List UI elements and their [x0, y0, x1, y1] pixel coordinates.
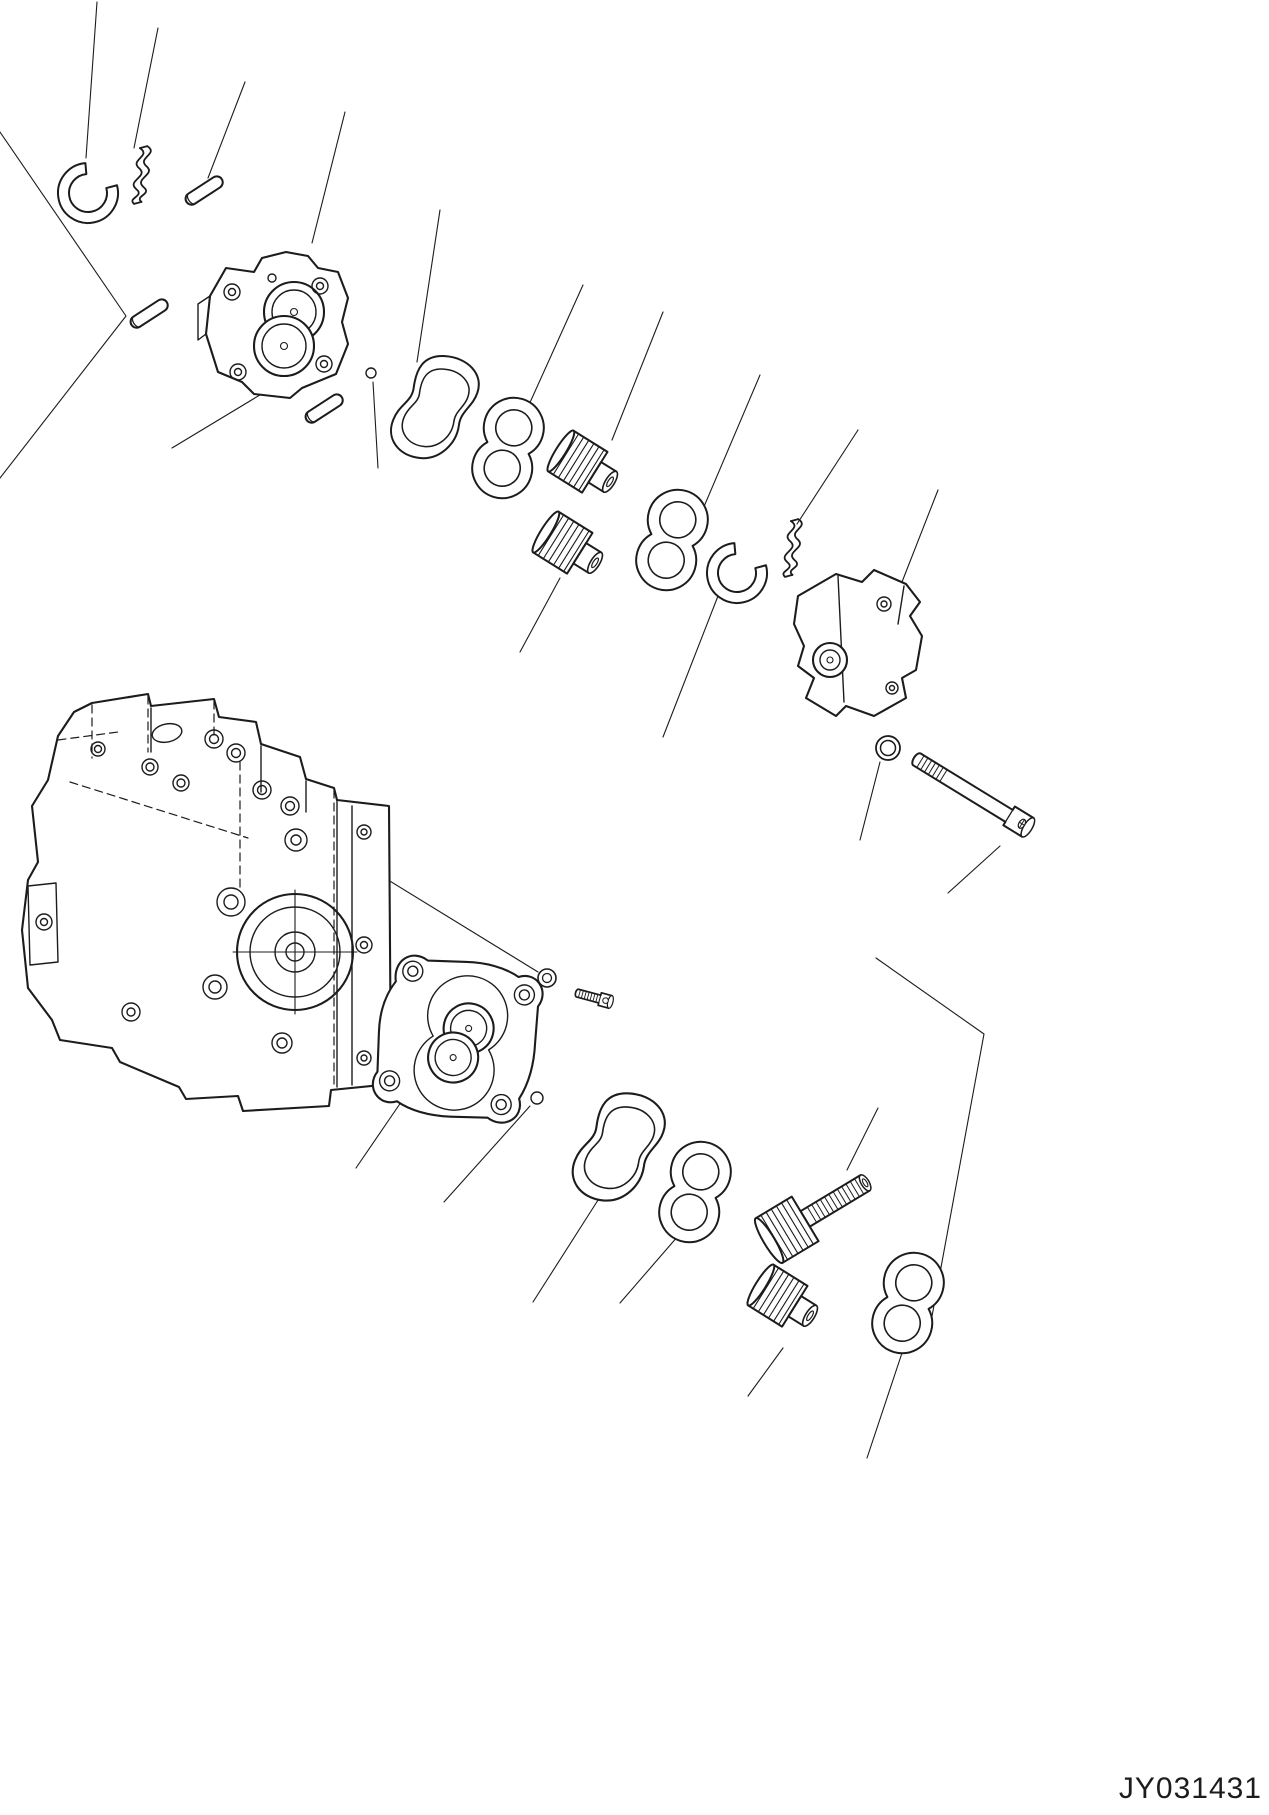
dowel-pin-1	[182, 173, 227, 209]
rear-cover-bolt-holes	[876, 596, 899, 695]
seal-plate-3	[651, 1133, 739, 1251]
seal-plate-1	[464, 389, 552, 507]
drawing-number: JY031431	[1119, 1772, 1262, 1805]
check-ball-lower	[530, 1091, 544, 1105]
pump-body-hidden-lines	[57, 695, 335, 1087]
mounting-flange-bores	[427, 1002, 495, 1084]
mounting-flange	[371, 954, 544, 1124]
drive-gear-upper	[542, 426, 628, 506]
rear-cover	[792, 568, 924, 718]
socket-bolt-short	[572, 985, 616, 1010]
wave-washer-rear	[780, 516, 805, 580]
dowel-pin-3	[302, 391, 347, 427]
idler-gear-lower	[742, 1260, 828, 1340]
mounting-flange-bolt-holes	[378, 960, 536, 1116]
leader-lines	[85, 1, 1001, 1459]
gasket-lower	[565, 1082, 672, 1213]
o-ring	[874, 734, 902, 762]
check-ball-front	[365, 367, 377, 379]
mounting-flange-gasket-groove	[413, 975, 509, 1111]
pump-body-left-boss	[27, 882, 59, 966]
rear-cover-facet-lines	[837, 575, 905, 703]
snap-ring-front	[45, 155, 127, 236]
projection-frame-lines	[0, 131, 985, 1339]
drive-gear-shaft	[749, 1157, 884, 1267]
lower-pump-assembly	[20, 692, 952, 1362]
upper-pump-assembly	[45, 143, 1039, 841]
pump-body-spigot	[232, 889, 358, 1015]
rear-cover-bore	[811, 641, 849, 679]
front-cover-gear-bores	[252, 280, 326, 378]
front-cover-side-face	[197, 295, 211, 341]
seal-plate-4	[864, 1244, 952, 1362]
dowel-pin-2	[127, 296, 172, 332]
pump-body-ports	[90, 722, 373, 1066]
seal-plate-2	[628, 481, 716, 599]
snap-ring-rear	[694, 535, 776, 616]
wave-washer-front	[129, 143, 154, 207]
pump-body-step-edges	[150, 707, 307, 813]
gasket-front	[384, 345, 486, 470]
front-cover-bolt-holes	[223, 273, 333, 381]
socket-bolt-long	[907, 747, 1039, 841]
idler-gear-upper	[527, 507, 613, 587]
front-cover	[197, 250, 350, 400]
pump-body	[20, 692, 393, 1113]
pump-body-outline	[20, 692, 393, 1113]
